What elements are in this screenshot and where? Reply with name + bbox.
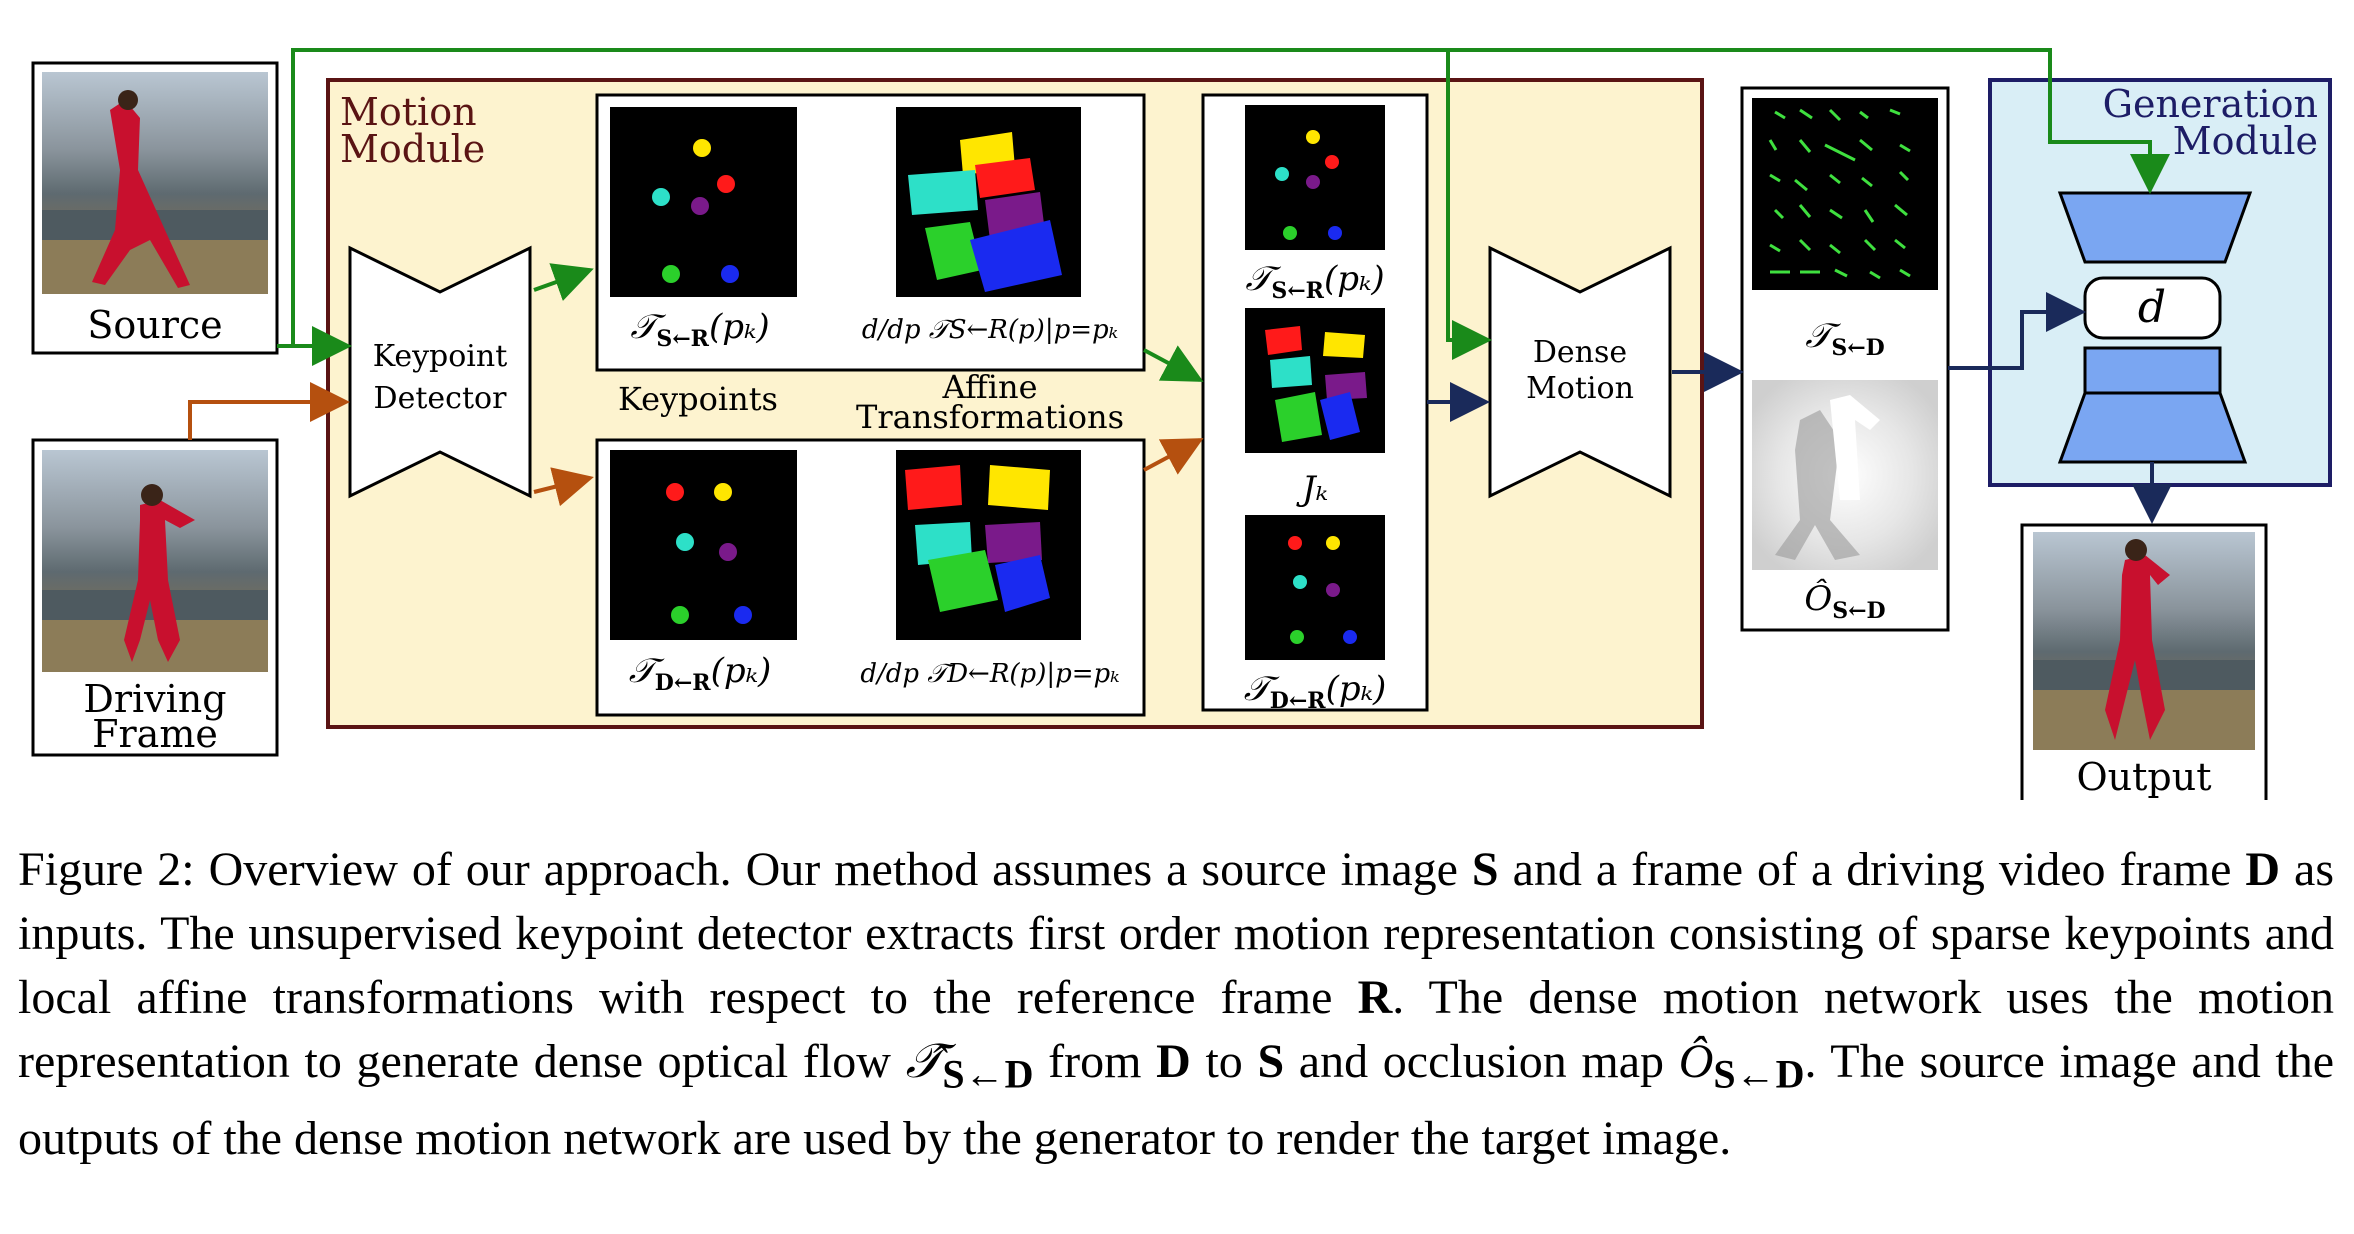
driving-to-detector-arrow [188, 382, 350, 440]
flow-label: 𝒯S←D [1805, 316, 1884, 361]
architecture-diagram: Motion Module Generation Module Source D… [31, 48, 2332, 809]
keypoint-detector-label-2: Detector [374, 381, 508, 416]
detector-to-driving-kp-arrow [533, 467, 594, 507]
deriv-sr-label: d/dp 𝒯S←R(p)|p=pₖ [862, 315, 1118, 345]
detector-to-source-kp-arrow [533, 263, 594, 301]
caption-text-7: and occlusion map [1284, 1035, 1679, 1088]
caption-occ-sub: S←D [1713, 1051, 1805, 1097]
caption-text-4: . The dense motion network uses the moti… [18, 971, 2334, 1088]
caption-flow-symbol: 𝒯̂ [905, 1035, 943, 1088]
flow-to-generator-arrow [1948, 292, 2086, 370]
t-dr-pk-mid-label: 𝒯D←R(pₖ) [1244, 669, 1387, 714]
figure-caption: Figure 2: Overview of our approach. Our … [18, 838, 2334, 1171]
caption-text-3: as inputs. The unsupervised keypoint det… [18, 843, 2335, 1024]
driving-kp-to-mid-arrow [1143, 438, 1204, 475]
generation-module-title-1: Generation [2103, 82, 2318, 126]
optical-flow-image [1752, 98, 1938, 290]
dense-motion-label-1: Dense [1533, 335, 1627, 370]
caption-text-1: Figure 2: Overview of our approach. Our … [18, 843, 1472, 896]
t-dr-pk-label: 𝒯D←R(pₖ) [629, 651, 772, 696]
deriv-dr-label: d/dp 𝒯D←R(p)|p=pₖ [860, 659, 1119, 689]
caption-text-6: to [1190, 1035, 1258, 1088]
caption-text-8: . The source image and the outputs of th… [18, 1035, 2335, 1165]
generation-module-title-2: Module [2173, 119, 2318, 163]
decoder-block-top [2083, 346, 2222, 395]
caption-occ-symbol: Ô [1678, 1035, 1714, 1088]
encoder-block [2057, 191, 2253, 264]
driving-keypoints-image [610, 450, 797, 640]
source-image [31, 61, 279, 355]
caption-s-1: S [1471, 843, 1499, 896]
caption-text-2: and a frame of a driving video frame [1498, 843, 2246, 896]
motion-module-title-2: Module [340, 127, 485, 171]
source-kp-to-mid-arrow [1143, 345, 1204, 382]
source-label: Source [87, 303, 222, 347]
affine-label-2: Transformations [856, 398, 1124, 436]
driving-affine-image [896, 450, 1081, 640]
motion-module-title-1: Motion [340, 90, 477, 134]
occlusion-map-image [1752, 380, 1938, 570]
keypoints-label: Keypoints [618, 380, 778, 418]
driving-frame-image [31, 438, 279, 757]
output-image [2020, 523, 2268, 809]
t-sr-pk-label: 𝒯S←R(pₖ) [630, 307, 769, 352]
jk-label: Jₖ [1296, 469, 1328, 509]
source-top-line [291, 48, 2170, 346]
source-to-dense-arrow [1446, 50, 1492, 360]
caption-d-1: D [2245, 843, 2281, 896]
driving-label-1: Driving [83, 677, 226, 721]
keypoint-detector-block [348, 245, 532, 499]
caption-r: R [1357, 971, 1393, 1024]
keypoint-detector-label-1: Keypoint [373, 339, 508, 374]
caption-text-5: from [1033, 1035, 1157, 1088]
dense-motion-label-2: Motion [1526, 371, 1634, 406]
jacobian-image [1245, 308, 1385, 453]
occlusion-label: ÔS←D [1804, 578, 1885, 624]
affine-label-1: Affine [941, 368, 1037, 406]
caption-s-2: S [1257, 1035, 1285, 1088]
dense-motion-block [1488, 245, 1672, 499]
caption-flow-sub: S←D [942, 1051, 1034, 1097]
d-label: d [2138, 282, 2166, 333]
decoder-block [2057, 391, 2248, 464]
source-affine-image [896, 107, 1081, 297]
caption-d-2: D [1156, 1035, 1191, 1088]
output-label: Output [2077, 755, 2212, 799]
driving-label-2: Frame [92, 712, 218, 756]
